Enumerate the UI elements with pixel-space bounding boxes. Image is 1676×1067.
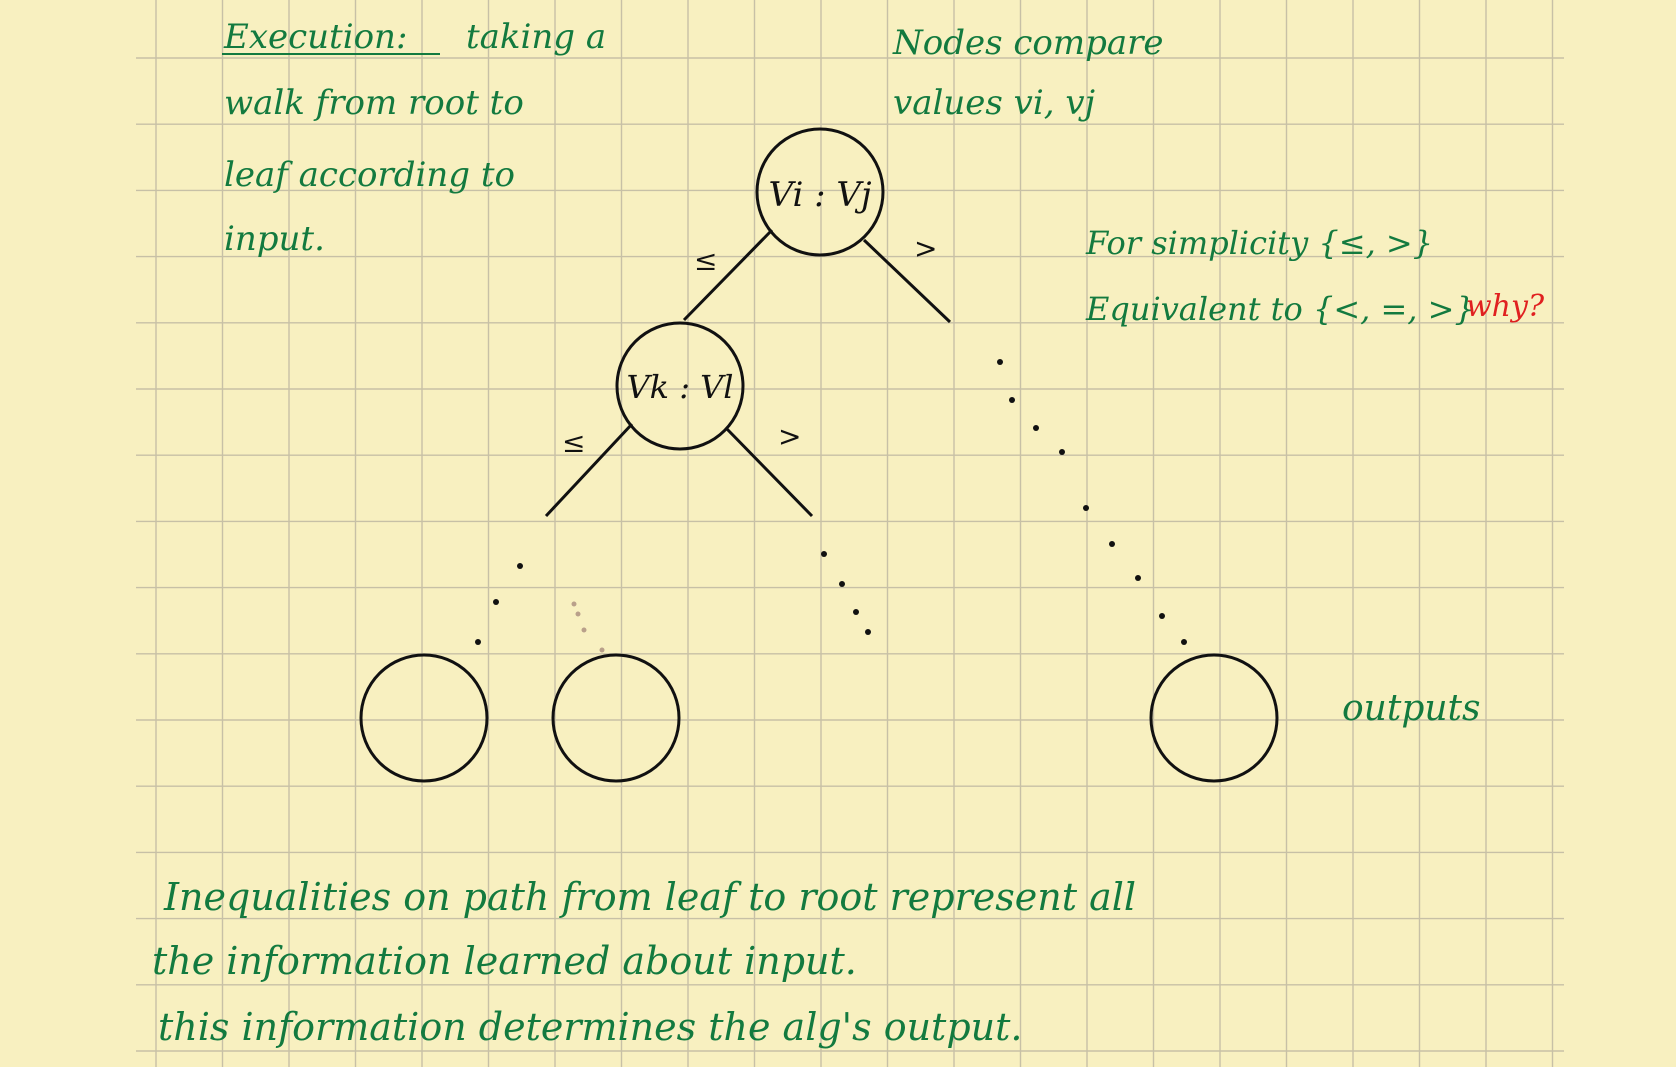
grid-paper	[136, 0, 1564, 1067]
simplicity-line1: For simplicity {≤, >}	[1085, 224, 1433, 262]
root-le-label: ≤	[694, 244, 717, 277]
bottom-line1: Inequalities on path from leaf to root r…	[163, 875, 1136, 919]
child-node-label: Vk : Vl	[627, 368, 734, 406]
outputs-label: outputs	[1342, 688, 1481, 729]
dotted-path-right	[997, 359, 1187, 645]
nodes-compare-line1: Nodes compare	[892, 23, 1164, 63]
leaf-node-2	[551, 653, 681, 783]
child-right-edge	[724, 426, 814, 518]
root-right-edge	[862, 238, 952, 324]
dotted-path-left	[475, 563, 523, 645]
root-left-edge	[682, 228, 774, 322]
child-gt-label: >	[778, 420, 801, 453]
child-le-label: ≤	[562, 426, 585, 459]
execution-line2: walk from root to	[224, 83, 524, 123]
child-left-edge	[544, 422, 634, 518]
bottom-line3: this information determines the alg's ou…	[158, 1005, 1022, 1049]
simplicity-line2: Equivalent to {<, =, >}	[1085, 290, 1475, 328]
root-node	[755, 127, 885, 257]
child-node	[615, 321, 745, 451]
dotted-path-middle	[821, 551, 871, 635]
execution-title: Execution:	[223, 17, 407, 57]
execution-line1: taking a	[466, 17, 606, 57]
root-gt-label: >	[914, 232, 937, 265]
root-node-label: Vi : Vj	[769, 175, 872, 215]
leaf-node-1	[359, 653, 489, 783]
execution-line4: input.	[224, 219, 325, 259]
dotted-path-faint	[571, 601, 605, 653]
bottom-line2: the information learned about input.	[152, 939, 857, 983]
execution-line3: leaf according to	[224, 155, 515, 195]
leaf-node-3	[1149, 653, 1279, 783]
nodes-compare-line2: values vi, vj	[893, 83, 1096, 123]
why-note: why?	[1466, 289, 1545, 324]
